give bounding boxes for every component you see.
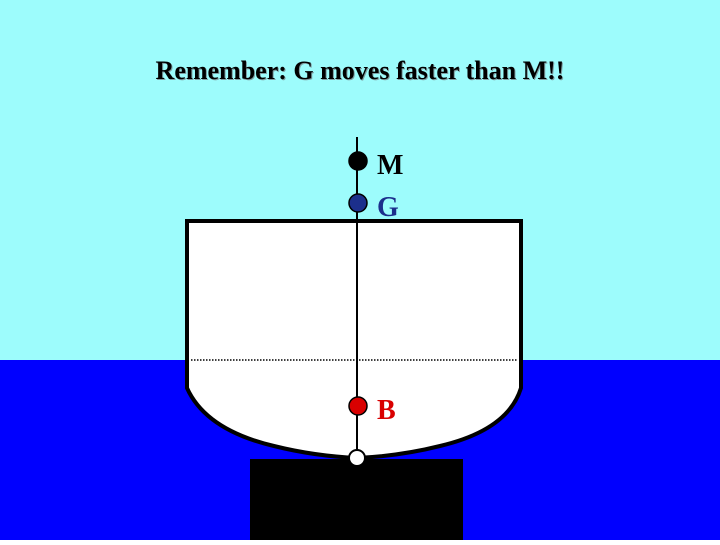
label-k: K (377, 466, 399, 497)
point-b (348, 396, 368, 416)
slide-title: Remember: G moves faster than M!! (155, 56, 565, 85)
point-g (348, 193, 368, 213)
label-b: B (377, 395, 396, 426)
ship-hull (185, 219, 523, 461)
point-k (348, 449, 366, 467)
label-m: M (377, 150, 403, 181)
point-m (348, 151, 368, 171)
keel-block (250, 459, 463, 540)
label-g: G (377, 192, 399, 223)
